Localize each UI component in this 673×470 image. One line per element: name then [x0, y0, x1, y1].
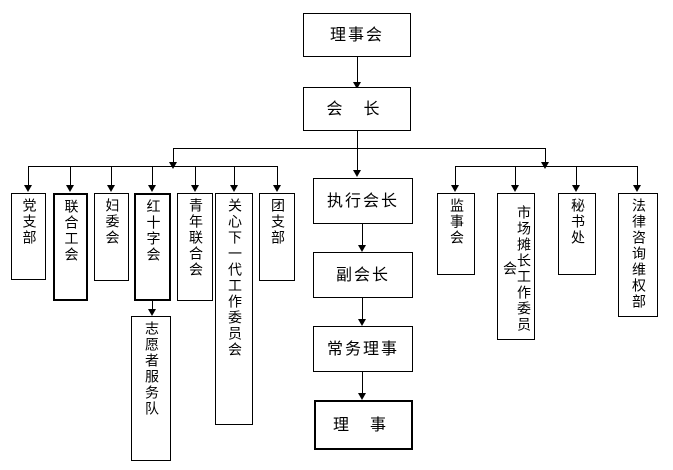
node-legal-rights-department-label: 法律咨询维权部: [630, 198, 646, 310]
arrowhead-left-7: [273, 185, 281, 192]
node-womens-committee-label: 妇委会: [103, 198, 120, 246]
connector-president-to-bus: [357, 131, 358, 148]
main-bus: [173, 148, 546, 149]
node-legal-rights-department[interactable]: 法律咨询维权部: [618, 193, 658, 317]
node-president[interactable]: 会 长: [303, 87, 411, 131]
node-director-label: 理 事: [332, 415, 395, 435]
right-drop-4: [637, 166, 638, 187]
node-market-stall-committee[interactable]: 市场摊长工作委员会: [497, 193, 535, 340]
arrowhead-left-3: [107, 185, 115, 192]
node-union-label: 联合工会: [62, 199, 79, 263]
arrowhead-board-to-president: [353, 82, 361, 89]
node-volunteer-team-label: 志愿者服务队: [143, 321, 159, 417]
node-director[interactable]: 理 事: [314, 400, 413, 450]
arrowhead-left-1: [24, 185, 32, 192]
arrowhead-left-2: [66, 185, 74, 192]
arrowhead-right-3: [572, 185, 580, 192]
connector-standing-to-director: [362, 372, 363, 396]
left-drop-1: [28, 166, 29, 187]
node-youth-league-branch[interactable]: 团支部: [259, 193, 295, 281]
left-drop-6: [234, 166, 235, 187]
connector-redcross-to-volunteer: [152, 301, 153, 313]
node-party-branch-label: 党支部: [20, 198, 37, 246]
arrowhead-right-1: [451, 185, 459, 192]
node-youth-league-branch-label: 团支部: [269, 198, 285, 246]
node-standing-director-label: 常务理事: [326, 339, 399, 359]
arrowhead-right-2: [511, 185, 519, 192]
connector-bus-to-left-group: [173, 148, 174, 164]
connector-bus-to-center: [357, 148, 358, 172]
left-drop-2: [70, 166, 71, 187]
arrowhead-volunteer: [148, 309, 156, 316]
connector-bus-to-right-group: [545, 148, 546, 164]
connector-board-to-president: [357, 57, 358, 84]
right-drop-1: [455, 166, 456, 187]
node-youth-federation[interactable]: 青年联合会: [177, 193, 213, 301]
node-board-label: 理事会: [329, 25, 384, 45]
node-supervisory-board[interactable]: 监事会: [437, 193, 475, 275]
node-executive-president-label: 执行会长: [326, 191, 399, 211]
node-board[interactable]: 理事会: [303, 13, 411, 57]
node-red-cross-label: 红十字会: [144, 199, 161, 263]
node-next-generation-committee[interactable]: 关心下一代工作委员会: [215, 193, 253, 425]
arrowhead-vice-president: [358, 245, 366, 252]
node-union[interactable]: 联合工会: [53, 193, 88, 301]
node-secretariat-label: 秘书处: [569, 198, 585, 246]
arrowhead-left-5: [191, 185, 199, 192]
node-volunteer-team[interactable]: 志愿者服务队: [131, 316, 171, 461]
arrowhead-left-4: [148, 185, 156, 192]
node-market-stall-committee-label: 市场摊长工作委员会: [501, 204, 531, 333]
node-standing-director[interactable]: 常务理事: [313, 326, 413, 372]
node-party-branch[interactable]: 党支部: [11, 193, 46, 280]
arrowhead-right-group: [541, 162, 549, 169]
arrowhead-left-group: [169, 162, 177, 169]
arrowhead-center-group: [353, 170, 361, 177]
node-vice-president-label: 副会长: [335, 265, 390, 285]
connector-vice-to-standing: [362, 298, 363, 322]
left-drop-7: [277, 166, 278, 187]
left-drop-3: [111, 166, 112, 187]
left-drop-5: [195, 166, 196, 187]
node-red-cross[interactable]: 红十字会: [134, 193, 171, 301]
arrowhead-standing-director: [358, 319, 366, 326]
arrowhead-director: [358, 393, 366, 400]
node-president-label: 会 长: [326, 99, 388, 119]
left-drop-4: [152, 166, 153, 187]
node-vice-president[interactable]: 副会长: [313, 252, 413, 298]
node-secretariat[interactable]: 秘书处: [558, 193, 596, 275]
right-drop-3: [576, 166, 577, 187]
arrowhead-left-6: [230, 185, 238, 192]
connector-exec-to-vice: [362, 224, 363, 248]
left-group-bus: [28, 166, 278, 167]
right-group-bus: [455, 166, 637, 167]
node-executive-president[interactable]: 执行会长: [313, 178, 413, 224]
node-womens-committee[interactable]: 妇委会: [94, 193, 129, 281]
node-supervisory-board-label: 监事会: [448, 198, 464, 246]
node-youth-federation-label: 青年联合会: [187, 198, 203, 278]
right-drop-2: [515, 166, 516, 187]
node-next-generation-committee-label: 关心下一代工作委员会: [226, 198, 242, 358]
arrowhead-right-4: [633, 185, 641, 192]
